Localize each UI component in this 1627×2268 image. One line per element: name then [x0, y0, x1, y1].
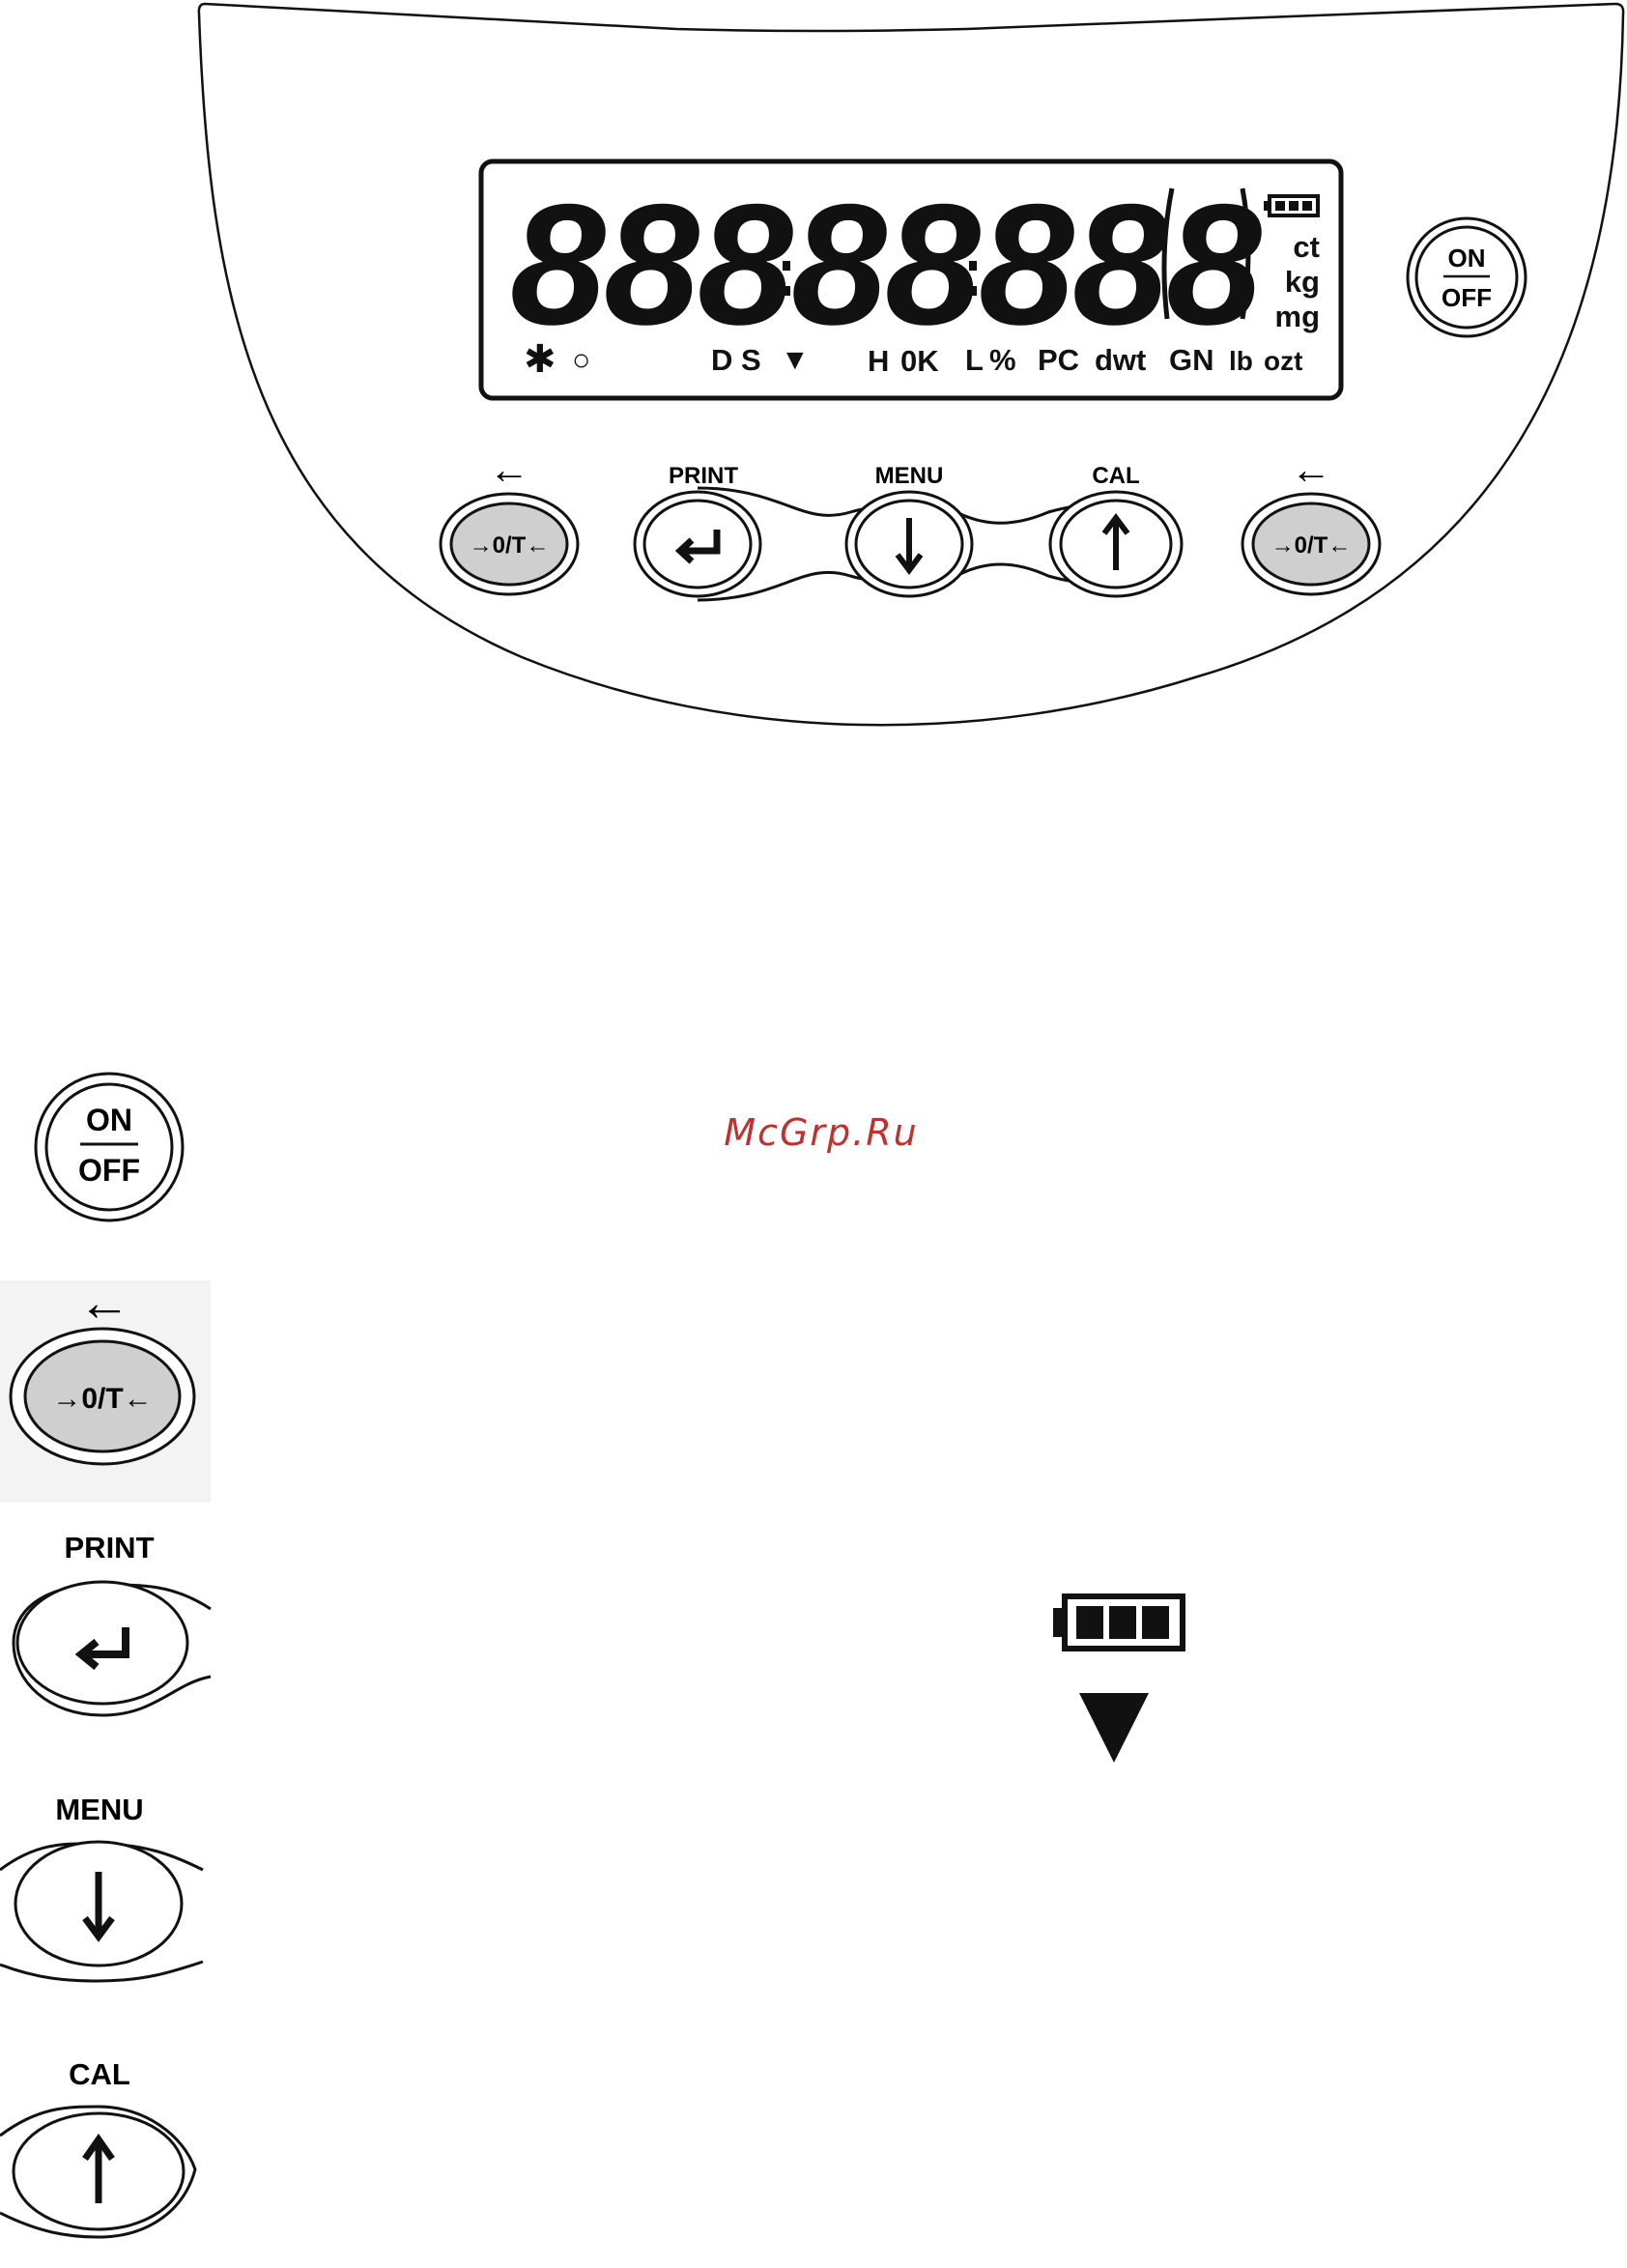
menu-button[interactable] — [846, 492, 972, 596]
cal-label: CAL — [1092, 463, 1139, 489]
legend-icons: ON OFF ← →0/T← PRINT MENU CAL — [0, 1053, 251, 2268]
zero-circle-icon: ○ — [572, 342, 590, 377]
off-label: OFF — [1441, 283, 1492, 312]
legend-off-label: OFF — [78, 1153, 140, 1188]
print-button[interactable] — [635, 492, 760, 596]
legend-print-button: PRINT — [14, 1531, 211, 1715]
stability-star-icon: ✱ — [524, 338, 557, 381]
tare-label-left: →0/T← — [470, 532, 550, 559]
digit-2: 8 — [604, 168, 699, 360]
legend-menu-button: MENU — [0, 1793, 203, 1981]
watermark-text: McGrp.Ru — [676, 1111, 966, 1154]
indicator-dwt: dwt — [1095, 343, 1146, 377]
legend-cal-button: CAL — [0, 2057, 195, 2237]
legend-on-label: ON — [86, 1103, 132, 1137]
menu-label: MENU — [875, 463, 944, 489]
indicator-percent: % — [989, 343, 1016, 377]
tare-label-right: →0/T← — [1271, 532, 1352, 559]
left-arrow-icon: ← — [489, 446, 529, 492]
symbol-legend — [1043, 1585, 1198, 1778]
indicator-l: L — [965, 343, 984, 377]
tare-button-right[interactable]: →0/T← — [1242, 494, 1380, 594]
indicator-triangle-icon: ▼ — [781, 344, 810, 376]
unit-kg: kg — [1285, 265, 1320, 299]
right-panel-left-arrow-icon: ← — [1291, 446, 1331, 492]
tare-button-left[interactable]: →0/T← — [441, 494, 578, 594]
digit-5: 8 — [885, 168, 981, 360]
indicator-ds: D S — [711, 343, 761, 377]
unit-mg: mg — [1275, 300, 1321, 333]
legend-tare-button: ← →0/T← — [0, 1274, 211, 1503]
digit-7: 8 — [1072, 168, 1168, 360]
scale-panel: 8 8 8 8 8 8 8 8 ct kg mg ✱ ○ D S ▼ H 0K … — [0, 0, 1627, 754]
cal-button[interactable] — [1050, 492, 1182, 596]
legend-cal-label: CAL — [69, 2057, 130, 2091]
indicator-pc: PC — [1038, 343, 1079, 377]
legend-battery-full-icon — [1053, 1596, 1183, 1649]
indicator-h: H — [868, 344, 889, 378]
indicator-ok: 0K — [900, 344, 939, 378]
unit-ct: ct — [1293, 230, 1320, 264]
digit-6: 8 — [979, 168, 1074, 360]
legend-print-label: PRINT — [65, 1531, 155, 1565]
legend-triangle-down-icon — [1079, 1693, 1149, 1763]
digit-3: 8 — [698, 168, 793, 360]
on-label: ON — [1448, 244, 1486, 273]
lcd-digits: 8 8 8 8 8 8 8 8 — [510, 168, 1262, 360]
legend-menu-label: MENU — [55, 1793, 143, 1826]
legend-tare-label: →0/T← — [52, 1383, 152, 1415]
digit-4: 8 — [791, 168, 887, 360]
battery-full-icon — [1264, 196, 1318, 215]
print-label: PRINT — [669, 463, 738, 489]
digit-1: 8 — [510, 168, 606, 360]
legend-left-arrow-icon: ← — [78, 1274, 130, 1332]
indicator-ozt: ozt — [1264, 346, 1302, 376]
indicator-gn: GN — [1169, 343, 1214, 377]
indicator-lb: lb — [1229, 346, 1253, 376]
on-off-button[interactable]: ON OFF — [1408, 218, 1526, 336]
legend-on-off-button: ON OFF — [36, 1074, 183, 1220]
